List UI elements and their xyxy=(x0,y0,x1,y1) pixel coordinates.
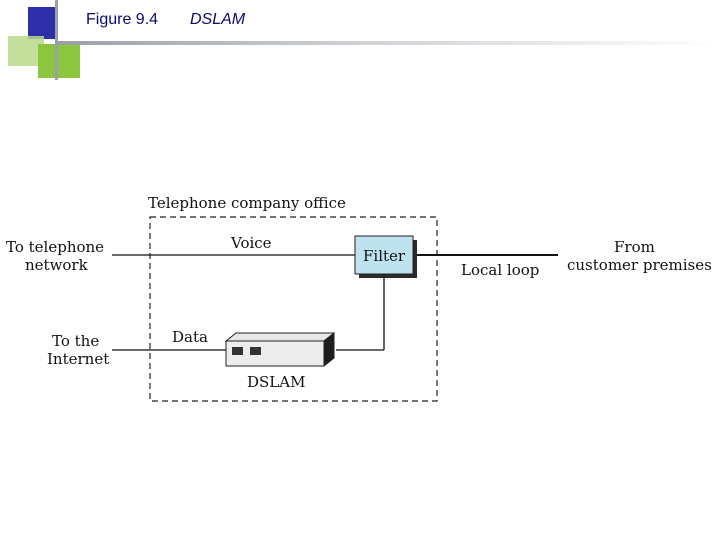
decor-blue-square xyxy=(28,7,55,39)
office-boundary xyxy=(149,216,438,402)
filter-label: Filter xyxy=(363,247,406,265)
dslam-port-2 xyxy=(250,347,261,355)
dslam-top xyxy=(224,332,336,342)
decor-vertical-bar xyxy=(55,0,58,80)
local-loop-label: Local loop xyxy=(461,261,539,279)
left-top-label-line1: To telephone xyxy=(6,238,104,256)
figure-number: Figure 9.4 xyxy=(86,11,159,28)
filter-box xyxy=(354,235,414,275)
header-rule xyxy=(58,41,720,45)
left-top-label-line2: network xyxy=(25,256,89,274)
slide-header: Figure 9.4 DSLAM xyxy=(0,0,720,90)
right-label-line1: From xyxy=(614,238,655,256)
dslam-side xyxy=(323,331,335,368)
data-label: Data xyxy=(172,328,208,346)
decor-green-square xyxy=(38,44,80,78)
left-bottom-label-line1: To the xyxy=(52,332,99,350)
left-bottom-label-line2: Internet xyxy=(47,350,109,368)
office-label: Telephone company office xyxy=(148,194,346,212)
voice-label: Voice xyxy=(230,234,272,252)
right-label-line2: customer premises xyxy=(567,256,712,274)
figure-title: DSLAM xyxy=(190,11,246,28)
dslam-device xyxy=(224,331,336,368)
dslam-label: DSLAM xyxy=(247,373,305,391)
dslam-port-1 xyxy=(232,347,243,355)
